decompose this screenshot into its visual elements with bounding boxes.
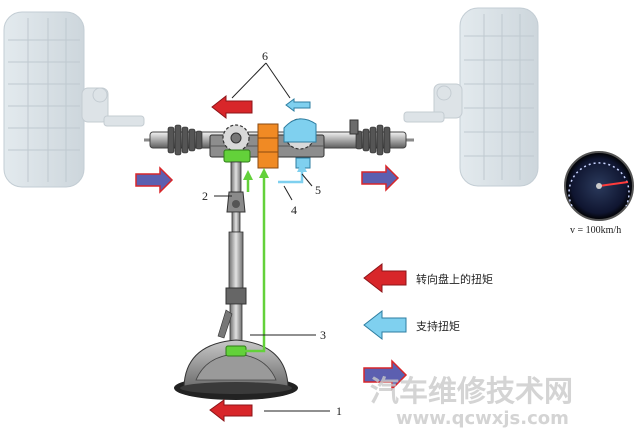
- right-tire: [459, 7, 539, 187]
- label-5: 5: [315, 183, 321, 197]
- legend-steering-torque-arrow: [363, 262, 407, 294]
- steering-wheel: [174, 339, 298, 400]
- green-torque-sensor-top: [223, 149, 251, 163]
- label-2: 2: [202, 189, 208, 203]
- wheel-red-arrow: [209, 399, 253, 423]
- left-force-arrow: [135, 166, 174, 194]
- orange-control-unit: [257, 123, 279, 169]
- label-4: 4: [291, 203, 297, 217]
- label-3: 3: [320, 328, 326, 342]
- pinion-gear-left: [222, 124, 250, 152]
- right-force-arrow: [361, 164, 400, 192]
- steering-column: [217, 161, 247, 345]
- green-arrowhead-2: [243, 170, 253, 180]
- speed-label: v = 100km/h: [570, 225, 621, 236]
- left-hub: [81, 87, 145, 127]
- speedometer-icon: [564, 151, 634, 221]
- blue-electric-motor: [283, 118, 317, 169]
- green-torque-sensor-bottom: [225, 345, 247, 357]
- left-tire: [3, 11, 85, 188]
- callout-lines: [214, 62, 330, 412]
- watermark-url: www.qcwxjs.com: [396, 408, 569, 429]
- rack-blue-arrow: [285, 98, 311, 112]
- legend-steering-torque-label: 转向盘上的扭矩: [416, 272, 493, 286]
- steering-rack: [144, 119, 414, 158]
- green-signal-lines: [244, 176, 266, 353]
- watermark-text: 汽车维修技术网: [370, 374, 573, 408]
- legend-support-torque-arrow: [363, 309, 407, 341]
- label-6: 6: [262, 49, 268, 63]
- legend-force-arrow: [363, 359, 408, 391]
- label-1: 1: [336, 404, 342, 418]
- green-arrowhead-1: [259, 168, 269, 178]
- right-hub: [403, 83, 463, 123]
- blue-arrowhead: [297, 162, 307, 172]
- rack-red-arrow: [211, 94, 253, 120]
- legend-support-torque-label: 支持扭矩: [416, 319, 460, 333]
